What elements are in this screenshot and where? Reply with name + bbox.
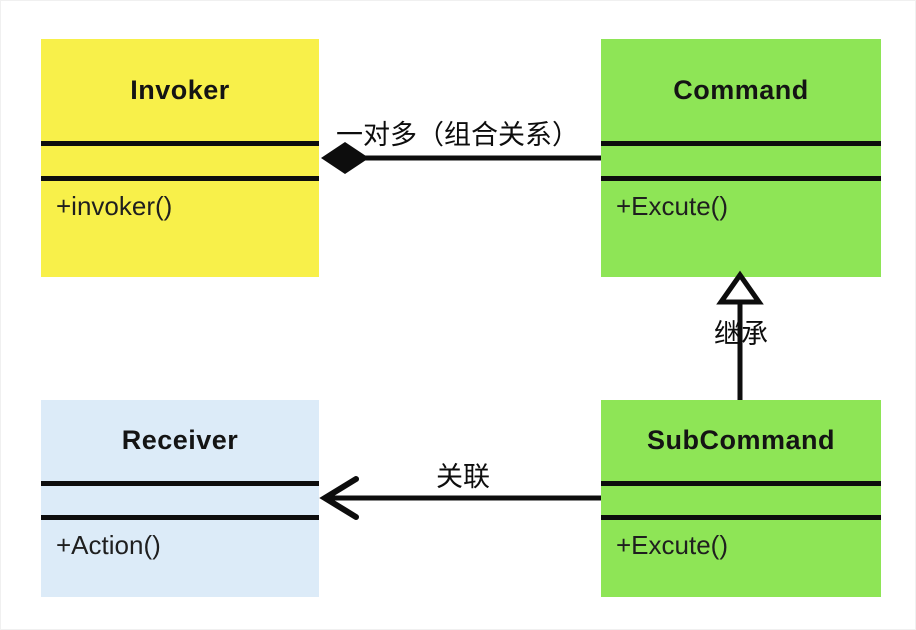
class-attributes-section <box>41 486 319 515</box>
open-arrowhead-icon <box>319 476 359 520</box>
class-box-receiver: Receiver +Action() <box>41 400 319 597</box>
class-box-invoker: Invoker +invoker() <box>41 39 319 277</box>
class-divider <box>41 141 319 146</box>
class-divider <box>601 176 881 181</box>
class-divider <box>601 141 881 146</box>
composition-label: 一对多（组合关系） <box>336 120 579 150</box>
inheritance-label: 继承 <box>714 319 768 349</box>
hollow-triangle-icon <box>716 270 764 305</box>
class-divider <box>601 481 881 486</box>
class-box-subcommand: SubCommand +Excute() <box>601 400 881 597</box>
class-divider <box>41 481 319 486</box>
class-method-subcommand: +Excute() <box>616 530 728 560</box>
class-attributes-section <box>41 146 319 176</box>
class-attributes-section <box>601 146 881 176</box>
class-title-invoker: Invoker <box>130 74 230 105</box>
class-divider <box>41 515 319 520</box>
association-label: 关联 <box>436 462 490 492</box>
class-divider <box>41 176 319 181</box>
class-title-command: Command <box>673 74 809 105</box>
class-method-receiver: +Action() <box>56 530 161 560</box>
class-box-command: Command +Excute() <box>601 39 881 277</box>
class-method-invoker: +invoker() <box>56 191 173 221</box>
class-title-receiver: Receiver <box>121 425 239 455</box>
class-title-subcommand: SubCommand <box>646 425 835 455</box>
class-attributes-section <box>601 486 881 515</box>
class-method-command: +Excute() <box>616 191 728 221</box>
class-divider <box>601 515 881 520</box>
